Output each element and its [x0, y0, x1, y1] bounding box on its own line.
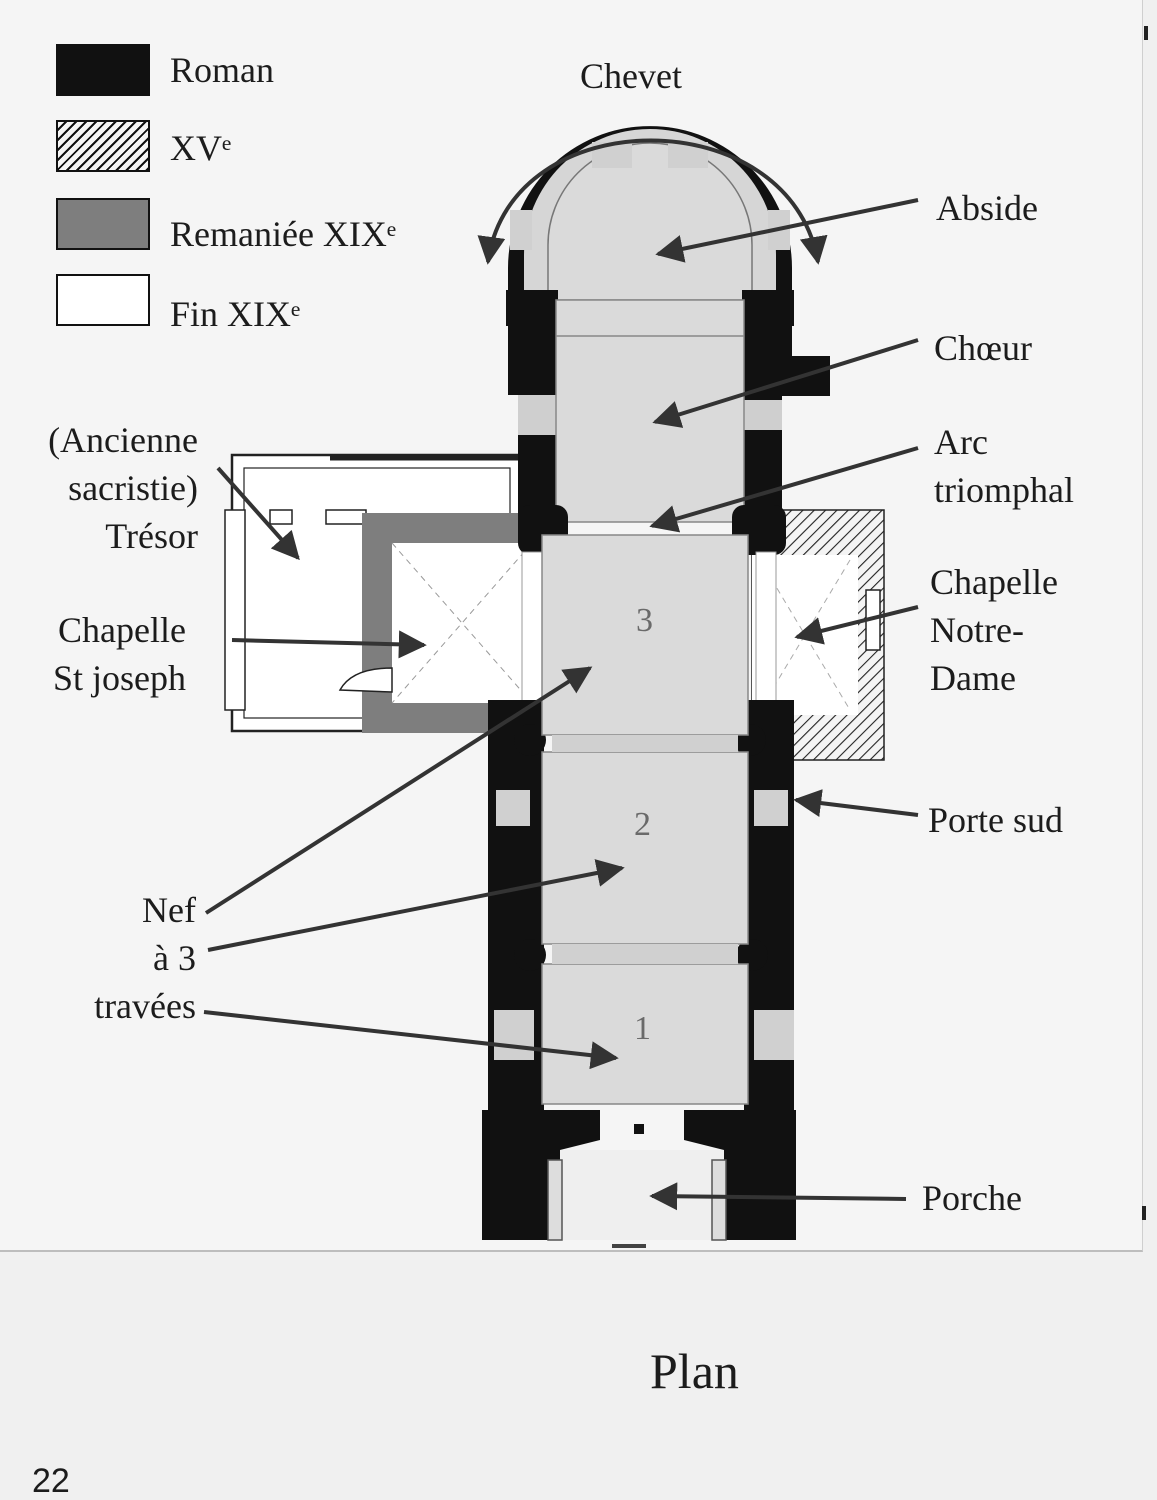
label-chevet: Chevet — [580, 56, 682, 96]
label-arc-triomphal: Arc triomphal — [934, 418, 1074, 514]
bay-number-1: 1 — [634, 1010, 651, 1047]
legend-swatch-fin-xix — [56, 274, 150, 326]
label-arc-line-1: Arc — [934, 422, 988, 462]
legend-label-remaniee: Remaniée XIXᵉ — [170, 214, 397, 254]
label-abside: Abside — [936, 188, 1038, 228]
label-sacristie-line-2: sacristie) — [68, 468, 198, 508]
label-choeur: Chœur — [934, 328, 1032, 368]
nef-interior — [541, 534, 749, 1105]
label-notre-dame-line-3: Dame — [930, 658, 1016, 698]
label-st-joseph-line-1: Chapelle — [58, 610, 186, 650]
label-sacristie-tresor: (Ancienne sacristie) Trésor — [48, 416, 198, 560]
label-sacristie-line-3: Trésor — [105, 516, 198, 556]
label-chapelle-notre-dame: Chapelle Notre- Dame — [930, 558, 1058, 702]
label-arc-line-2: triomphal — [934, 470, 1074, 510]
legend-label-fin-xix: Fin XIXᵉ — [170, 294, 301, 334]
legend-label-roman: Roman — [170, 50, 274, 90]
plan-card: Roman XVᵉ Remaniée XIXᵉ Fin XIXᵉ Chevet … — [0, 0, 1143, 1252]
legend-swatch-roman — [56, 44, 150, 96]
label-nef-line-1: Nef — [142, 890, 196, 930]
label-chapelle-st-joseph: Chapelle St joseph — [53, 606, 186, 702]
edge-mark-bottom — [1142, 1206, 1146, 1220]
figure-caption: Plan — [650, 1343, 739, 1399]
label-porche: Porche — [922, 1178, 1022, 1218]
edge-mark-top — [1144, 26, 1148, 40]
choeur-interior — [555, 299, 745, 523]
church-floor-plan — [203, 126, 919, 1248]
legend-label-xv: XVᵉ — [170, 128, 232, 168]
porche — [482, 1110, 796, 1241]
label-notre-dame-line-1: Chapelle — [930, 562, 1058, 602]
bay-number-2: 2 — [634, 806, 651, 843]
leader-arrows — [203, 198, 919, 1211]
choeur-walls — [506, 290, 830, 524]
page-number: 22 — [32, 1462, 70, 1500]
label-nef-line-3: travées — [94, 986, 196, 1026]
label-notre-dame-line-2: Notre- — [930, 610, 1024, 650]
legend-swatch-remaniee — [56, 198, 150, 250]
chevet-arrow — [477, 138, 828, 265]
label-st-joseph-line-2: St joseph — [52, 658, 186, 698]
label-nef: Nef à 3 travées — [94, 886, 196, 1030]
legend-swatch-xv — [56, 120, 150, 172]
label-nef-line-2: à 3 — [153, 938, 196, 978]
chapelle-st-joseph — [338, 513, 533, 733]
label-porte-sud: Porte sud — [928, 800, 1063, 840]
label-sacristie-line-1: (Ancienne — [48, 420, 198, 460]
bay-number-3: 3 — [636, 602, 653, 639]
